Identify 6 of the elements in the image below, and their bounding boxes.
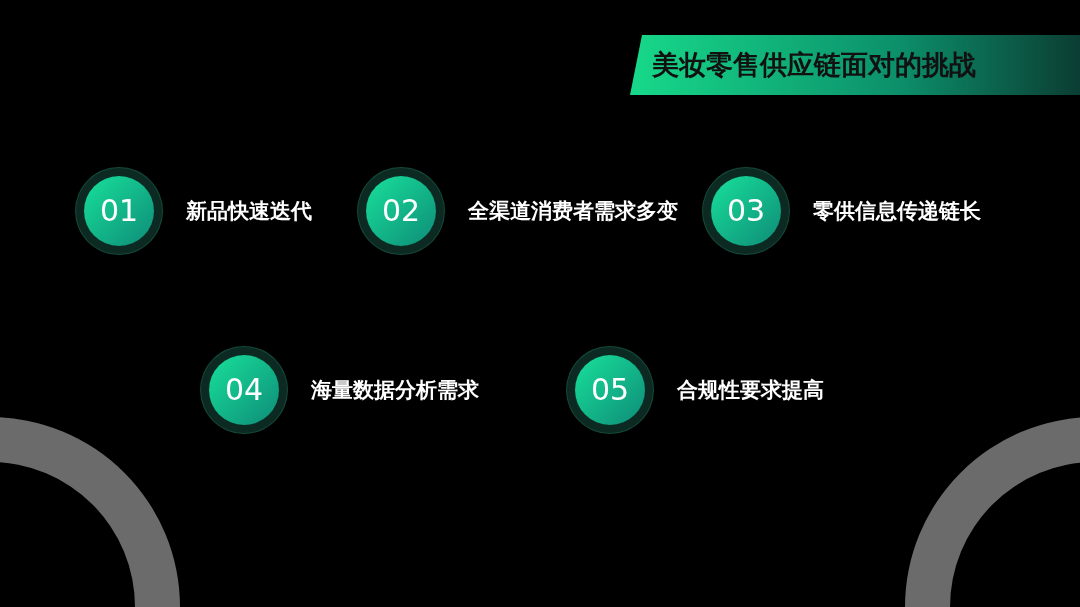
challenge-label: 海量数据分析需求 bbox=[311, 377, 479, 404]
challenge-label: 全渠道消费者需求多变 bbox=[468, 198, 678, 225]
challenge-label: 新品快速迭代 bbox=[186, 198, 312, 225]
title-banner: 美妆零售供应链面对的挑战 bbox=[630, 35, 1080, 95]
challenge-label: 合规性要求提高 bbox=[677, 377, 824, 404]
challenge-label: 零供信息传递链长 bbox=[813, 198, 981, 225]
